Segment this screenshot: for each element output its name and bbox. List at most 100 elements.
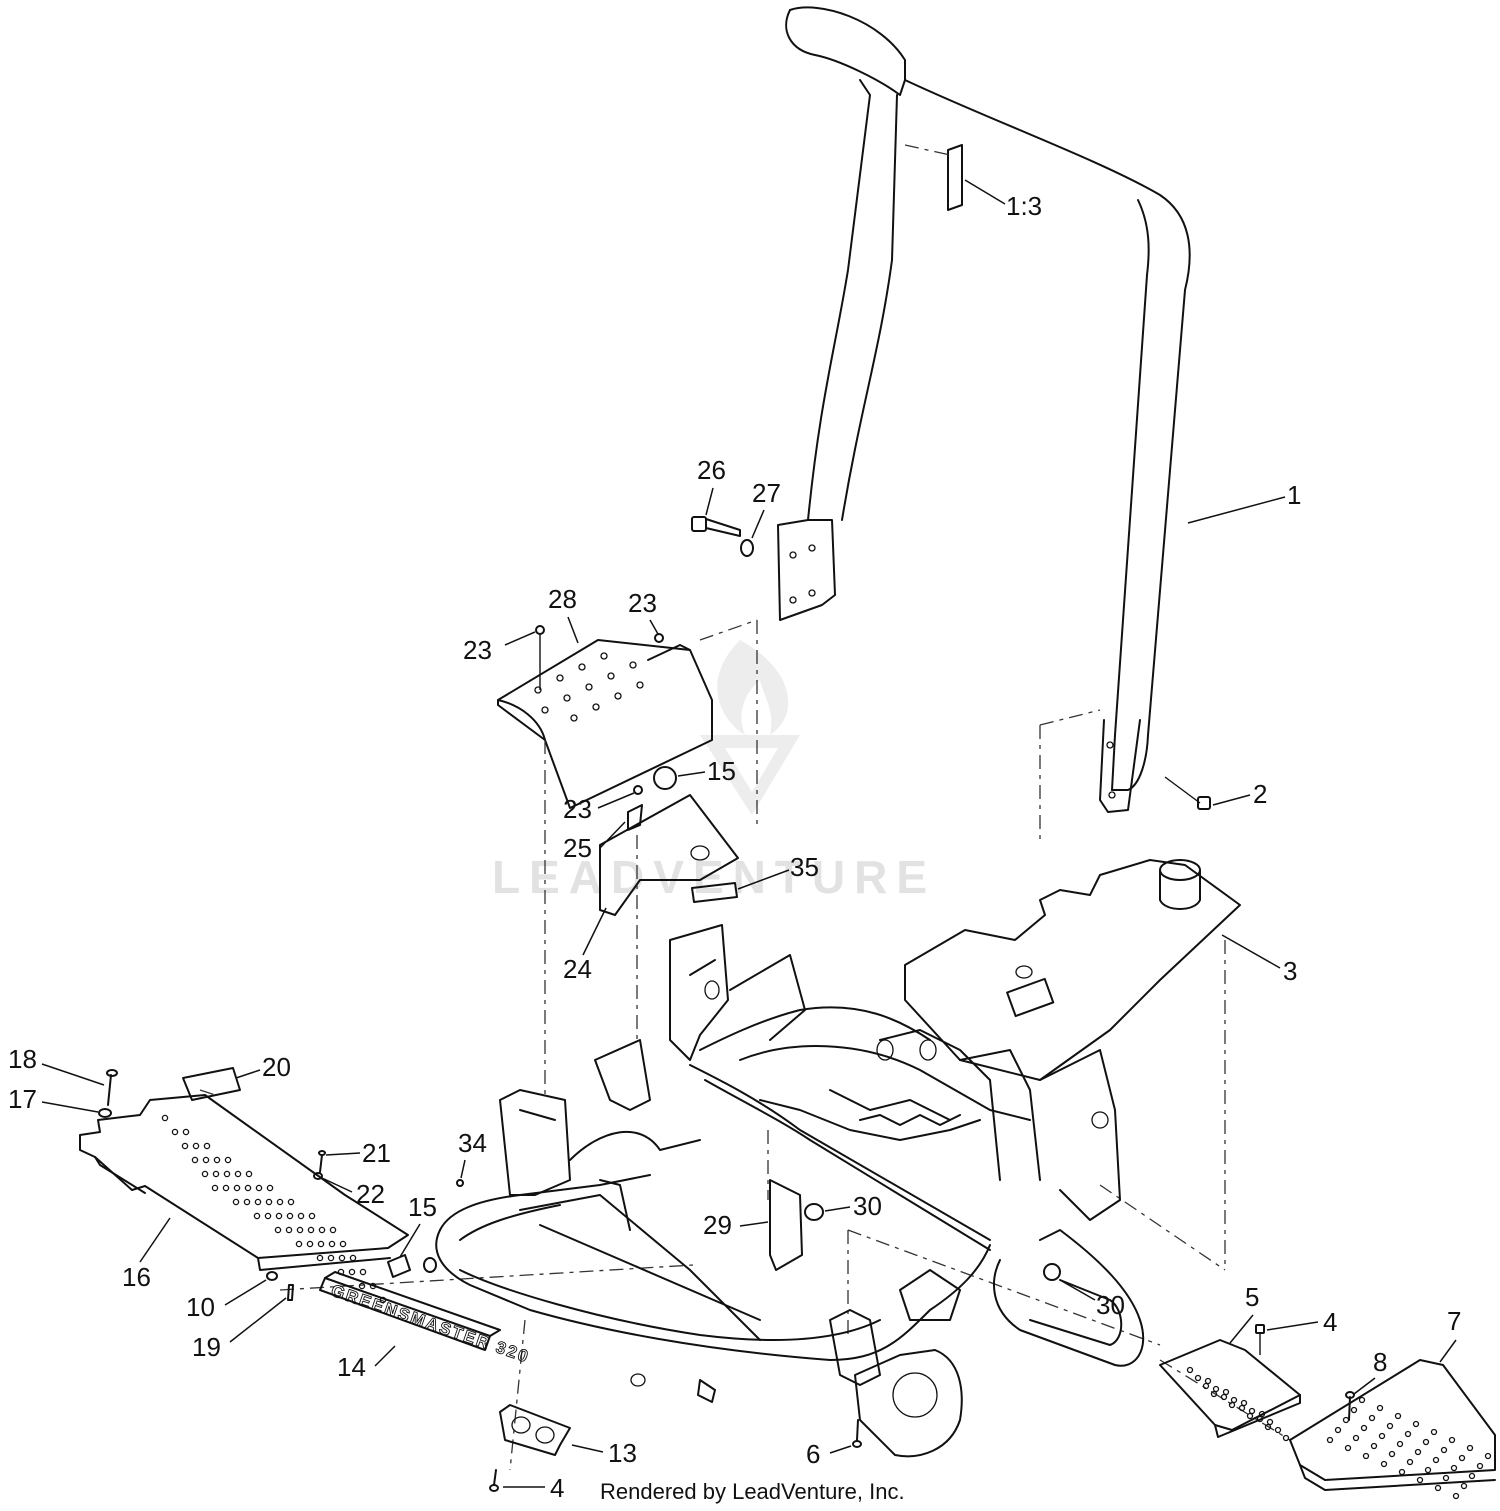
step-5-holes: [1186, 1366, 1290, 1442]
plate-hole: [181, 1142, 189, 1150]
footer-credit: Rendered by LeadVenture, Inc.: [600, 1479, 905, 1504]
plate-hole: [211, 1184, 219, 1192]
plate-hole: [1396, 1440, 1404, 1448]
plate-hole: [348, 1268, 356, 1276]
main-frame: [435, 924, 1145, 1458]
floor-plate-part-3: [904, 859, 1241, 1081]
plate-hole: [359, 1268, 367, 1276]
plate-hole: [318, 1226, 326, 1234]
plate-hole: [339, 1240, 347, 1248]
callout-21: 21: [362, 1138, 391, 1168]
plate-hole: [1352, 1434, 1360, 1442]
plate-hole: [171, 1128, 179, 1136]
screw-part-18: [106, 1069, 118, 1106]
plate-hole: [1466, 1444, 1474, 1452]
plate-hole: [1430, 1428, 1438, 1436]
plate-hole: [306, 1240, 314, 1248]
plate-hole: [223, 1170, 231, 1178]
plate-hole: [296, 1226, 304, 1234]
plate-hole: [328, 1240, 336, 1248]
plate-hole: [1460, 1482, 1468, 1490]
plate-part-35: [691, 882, 738, 903]
callout-30b: 30: [1096, 1290, 1125, 1320]
callout-13: 13: [608, 1438, 637, 1468]
callout-17: 17: [8, 1084, 37, 1114]
rops-bar-part-1: [777, 6, 1191, 813]
plate-hole: [1468, 1472, 1476, 1480]
callout-15b: 15: [408, 1192, 437, 1222]
foot-plate-part-16: [79, 1094, 409, 1271]
plate-hole: [1362, 1452, 1370, 1460]
nut-part-10: [266, 1271, 278, 1281]
plate-hole: [245, 1170, 253, 1178]
cover-part-28: [497, 639, 713, 809]
callout-20: 20: [262, 1052, 291, 1082]
plate-hole: [1230, 1396, 1238, 1404]
plate-hole: [1256, 1415, 1264, 1423]
plate-hole: [349, 1254, 357, 1262]
plate-hole: [1406, 1458, 1414, 1466]
plate-hole: [161, 1114, 169, 1122]
watermark: LEADVENTURE: [492, 640, 927, 903]
plate-hole: [1350, 1406, 1358, 1414]
plate-hole: [1376, 1404, 1384, 1412]
plate-hole: [274, 1226, 282, 1234]
plate-hole: [1450, 1464, 1458, 1472]
plate-hole: [327, 1254, 335, 1262]
plate-hole: [316, 1254, 324, 1262]
plate-hole: [287, 1198, 295, 1206]
washer-part-22: [313, 1172, 323, 1180]
cap-part-15-upper: [653, 766, 677, 790]
callout-27: 27: [752, 478, 781, 508]
foot-plate-holes: [161, 1114, 387, 1304]
plate-hole: [1210, 1390, 1218, 1398]
callout-3: 3: [1283, 956, 1297, 986]
bracket-part-13: [499, 1404, 571, 1456]
callout-34: 34: [458, 1128, 487, 1158]
plate-hole: [1422, 1438, 1430, 1446]
plate-hole: [295, 1240, 303, 1248]
watermark-flame-icon: [717, 640, 789, 735]
plate-hole: [1204, 1377, 1212, 1385]
callout-1-3: 1:3: [1006, 191, 1042, 221]
step-part-7: [1289, 1359, 1496, 1491]
plate-hole: [233, 1184, 241, 1192]
plate-hole: [1358, 1396, 1366, 1404]
plate-hole: [1442, 1474, 1450, 1482]
plate-hole: [234, 1170, 242, 1178]
plate-hole: [191, 1156, 199, 1164]
rivet-part-19: [287, 1284, 294, 1301]
plate-hole: [329, 1226, 337, 1234]
plate-hole: [1388, 1450, 1396, 1458]
plate-hole: [317, 1240, 325, 1248]
plate-hole: [192, 1142, 200, 1150]
fastener-part-34: [456, 1179, 464, 1187]
plate-hole: [232, 1198, 240, 1206]
plate-hole: [1360, 1424, 1368, 1432]
plate-hole: [1412, 1420, 1420, 1428]
plate-hole: [1258, 1410, 1266, 1418]
plate-hole: [308, 1212, 316, 1220]
plate-hole: [244, 1184, 252, 1192]
plate-hole: [266, 1184, 274, 1192]
plate-hole: [1378, 1432, 1386, 1440]
bolt-part-2: [1164, 776, 1211, 810]
plate-hole: [1368, 1414, 1376, 1422]
plate-hole: [222, 1184, 230, 1192]
plate-hole: [1386, 1422, 1394, 1430]
plate-hole: [1380, 1460, 1388, 1468]
plate-hole: [1194, 1374, 1202, 1382]
plate-hole: [1398, 1468, 1406, 1476]
plate-hole: [1476, 1462, 1484, 1470]
callout-25: 25: [563, 833, 592, 863]
plate-hole: [1274, 1426, 1282, 1434]
plate-hole: [1266, 1418, 1274, 1426]
plate-hole: [1404, 1430, 1412, 1438]
callout-6: 6: [806, 1439, 820, 1469]
plate-hole: [264, 1212, 272, 1220]
plate-hole: [202, 1156, 210, 1164]
plate-hole: [243, 1198, 251, 1206]
callout-4a: 4: [550, 1473, 564, 1503]
callout-30a: 30: [853, 1191, 882, 1221]
